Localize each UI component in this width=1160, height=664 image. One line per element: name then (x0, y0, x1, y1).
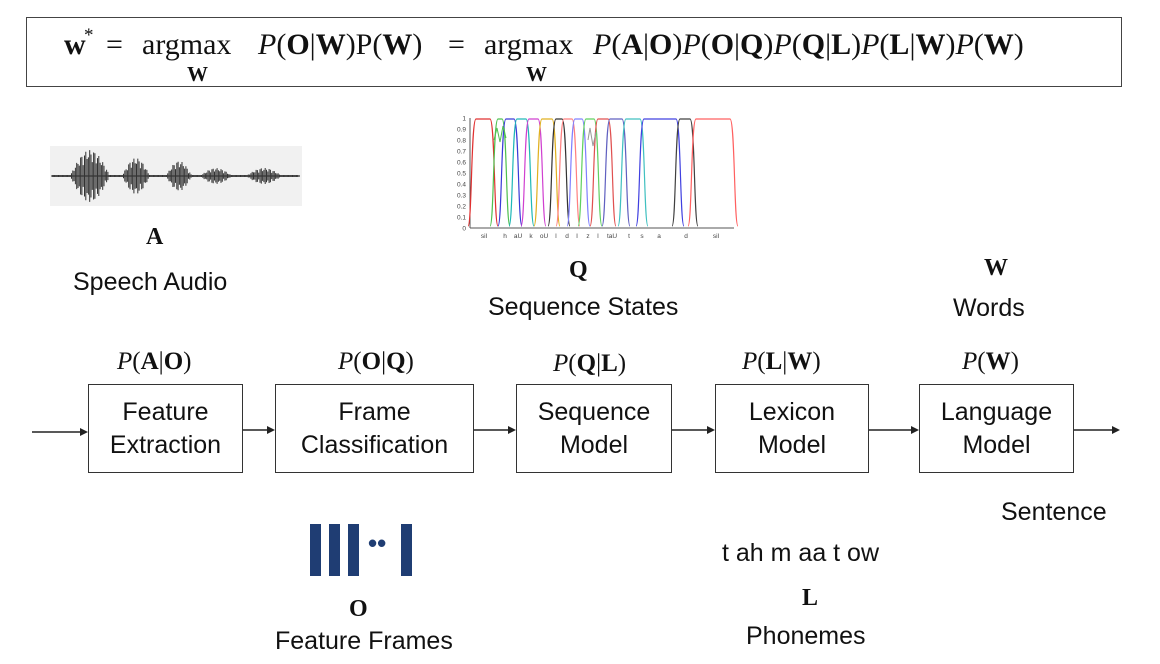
frames-ellipsis: •• (368, 528, 387, 558)
x-tick-label: d (565, 233, 569, 240)
block-line-1: Language (940, 397, 1053, 426)
prob-sequence-model: P(Q|L) (553, 350, 627, 377)
y-tick-label: 0.8 (457, 138, 466, 145)
posterior-curve (533, 118, 561, 227)
eq-equals-1: = (106, 28, 123, 61)
y-tick-label: 0.5 (457, 171, 466, 178)
states-symbol: Q (569, 257, 588, 283)
x-tick-label: sil (481, 233, 488, 240)
y-tick-label: 0.3 (457, 193, 466, 200)
x-tick-label: taU (607, 233, 617, 240)
prob-lexicon-model: P(L|W) (742, 348, 821, 375)
x-tick-label: l (597, 233, 599, 240)
states-label: Sequence States (488, 293, 679, 321)
block-line-1: Lexicon (748, 397, 836, 426)
posterior-curve (566, 118, 591, 227)
x-tick-label: l (555, 233, 557, 240)
y-tick-label: 0.1 (457, 215, 466, 222)
posterior-curve (555, 118, 581, 227)
y-tick-label: 0.2 (457, 204, 466, 211)
posterior-curve (508, 118, 535, 227)
x-tick-label: s (640, 233, 644, 240)
posterior-curve (617, 118, 649, 227)
prob-feature-extraction: P(A|O) (117, 348, 192, 375)
x-tick-label: aU (514, 233, 523, 240)
eq-argmax-2-subscript: W (526, 62, 547, 86)
block-line-1: Feature (122, 397, 209, 426)
eq-term-1: P(O|W)P(W) (258, 28, 423, 61)
posterior-curve (601, 118, 631, 227)
y-tick-label: 1 (462, 116, 466, 123)
y-tick-label: 0 (462, 226, 466, 233)
posterior-curve (520, 118, 547, 227)
block-line-1: Sequence (537, 397, 651, 426)
posterior-curve (577, 118, 603, 227)
posterior-curve (671, 118, 699, 227)
x-tick-label: d (684, 233, 688, 240)
block-line-2: Classification (300, 430, 449, 459)
x-tick-label: a (657, 233, 661, 240)
pipeline-arrows (32, 426, 1120, 436)
block-line-2: Extraction (109, 430, 222, 459)
prob-frame-classification: P(O|Q) (338, 348, 414, 375)
eq-argmax-2: argmax (484, 28, 574, 61)
x-tick-label: I (576, 233, 578, 240)
posterior-curve (635, 118, 685, 227)
block-line-2: Model (962, 430, 1031, 459)
y-tick-label: 0.7 (457, 149, 466, 156)
posterior-curve (489, 118, 511, 227)
posterior-curve (587, 127, 597, 147)
x-tick-label: k (529, 233, 533, 240)
block-line-1: Frame (338, 397, 411, 426)
y-tick-label: 0.4 (457, 182, 466, 189)
y-tick-label: 0.9 (457, 127, 466, 134)
speech-waveform-icon (50, 146, 302, 206)
block-line-2: Model (757, 430, 827, 459)
x-tick-label: z (586, 233, 589, 240)
prob-language-model: P(W) (962, 348, 1019, 375)
eq-term-2: P(A|O)P(O|Q)P(Q|L)P(L|W)P(W) (593, 28, 1024, 61)
x-tick-label: h (503, 233, 507, 240)
audio-label: Speech Audio (73, 268, 228, 296)
eq-argmax-1: argmax (142, 28, 232, 61)
posterior-curve (497, 118, 523, 227)
x-tick-label: oU (540, 233, 549, 240)
posterior-curve (467, 118, 499, 227)
phoneme-example: t ah m aa t ow (722, 539, 880, 567)
equation-box (26, 17, 1122, 87)
posterior-curve (589, 118, 617, 227)
feature-frames-icon (310, 524, 412, 576)
x-tick-label: t (628, 233, 630, 240)
eq-argmax-1-subscript: W (187, 62, 208, 86)
block-line-2: Model (559, 430, 629, 459)
x-tick-label: sil (713, 233, 720, 240)
words-symbol: W (984, 255, 1008, 281)
audio-symbol: A (146, 224, 164, 250)
eq-equals-2: = (448, 28, 465, 61)
eq-lhs: w (64, 28, 86, 61)
phonemes-label: Phonemes (746, 622, 866, 650)
words-label: Words (953, 294, 1025, 322)
posterior-curve (547, 118, 571, 227)
output-label: Sentence (1001, 498, 1107, 526)
frames-symbol: O (349, 596, 368, 622)
posterior-curve (493, 125, 507, 143)
y-tick-label: 0.6 (457, 160, 466, 167)
frames-label: Feature Frames (275, 627, 453, 655)
eq-star: * (84, 25, 94, 46)
posterior-curve (687, 118, 739, 227)
phonemes-symbol: L (802, 585, 819, 611)
